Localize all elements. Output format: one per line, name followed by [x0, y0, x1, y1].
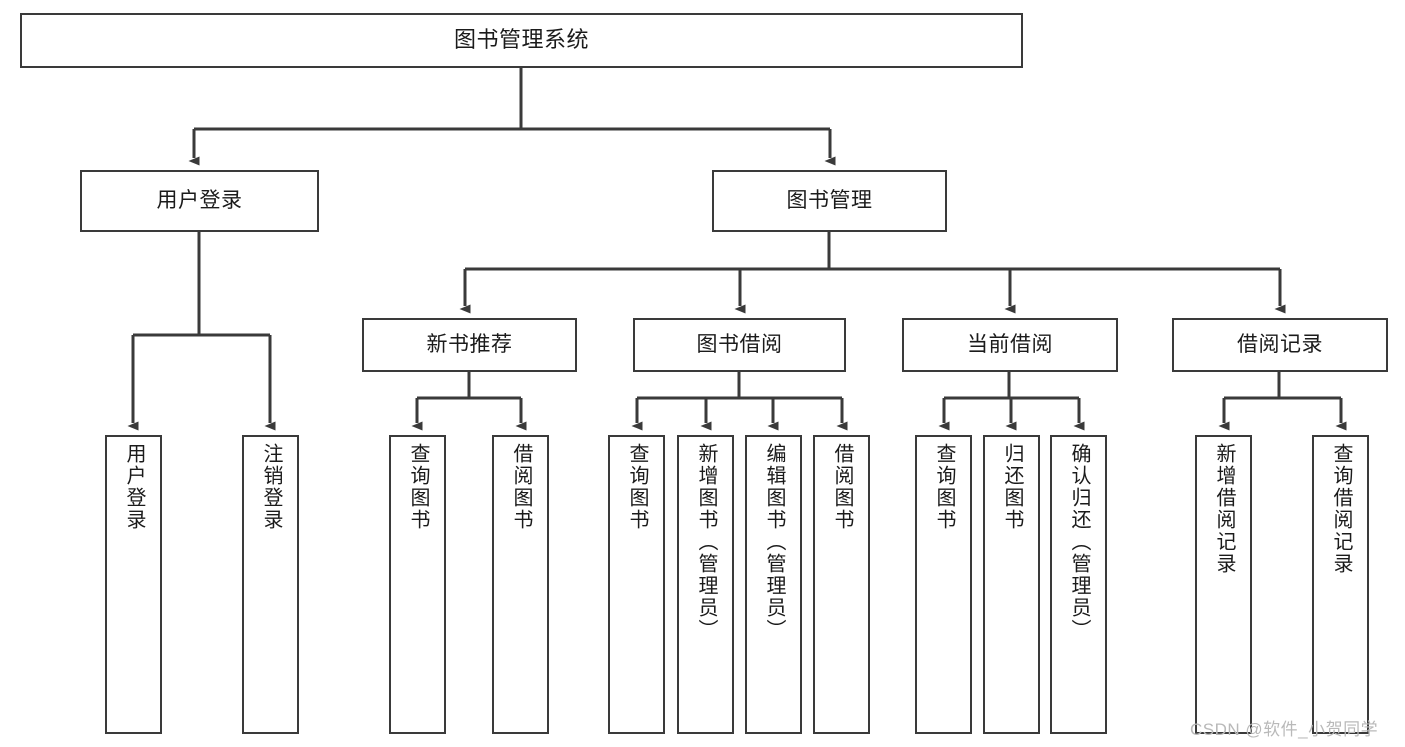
node-leaf-add-book-label: 新增图书（管理员） — [695, 443, 717, 641]
node-leaf-return-book-label: 归还图书 — [1001, 443, 1023, 531]
node-leaf-borrow-book-2[interactable]: 借阅图书 — [813, 435, 870, 734]
node-leaf-query-book-2-label: 查询图书 — [626, 443, 648, 531]
node-leaf-query-book-1-label: 查询图书 — [407, 443, 429, 531]
node-leaf-borrow-book-1-label: 借阅图书 — [510, 443, 532, 531]
node-book-manage[interactable]: 图书管理 — [712, 170, 947, 232]
node-leaf-user-login-label: 用户登录 — [123, 443, 145, 531]
node-new-book-rec[interactable]: 新书推荐 — [362, 318, 577, 372]
node-root-label: 图书管理系统 — [453, 27, 589, 53]
node-leaf-edit-book[interactable]: 编辑图书（管理员） — [745, 435, 802, 734]
node-leaf-borrow-book-1[interactable]: 借阅图书 — [492, 435, 549, 734]
node-leaf-query-book-3[interactable]: 查询图书 — [915, 435, 972, 734]
node-leaf-confirm-return[interactable]: 确认归还（管理员） — [1050, 435, 1107, 734]
node-borrow-record-label: 借阅记录 — [1237, 333, 1323, 357]
node-user-login-label: 用户登录 — [156, 189, 243, 213]
node-book-borrow[interactable]: 图书借阅 — [633, 318, 846, 372]
node-leaf-add-book[interactable]: 新增图书（管理员） — [677, 435, 734, 734]
node-user-login[interactable]: 用户登录 — [80, 170, 319, 232]
node-leaf-query-book-1[interactable]: 查询图书 — [389, 435, 446, 734]
node-current-borrow-label: 当前借阅 — [967, 333, 1053, 357]
node-leaf-logout-label: 注销登录 — [260, 443, 282, 531]
node-leaf-borrow-book-2-label: 借阅图书 — [831, 443, 853, 531]
node-leaf-add-record[interactable]: 新增借阅记录 — [1195, 435, 1252, 734]
node-leaf-add-record-label: 新增借阅记录 — [1213, 443, 1235, 575]
node-leaf-user-login[interactable]: 用户登录 — [105, 435, 162, 734]
node-leaf-logout[interactable]: 注销登录 — [242, 435, 299, 734]
node-borrow-record[interactable]: 借阅记录 — [1172, 318, 1388, 372]
watermark: CSDN @软件_小贺同学 — [1190, 720, 1379, 739]
node-leaf-query-record[interactable]: 查询借阅记录 — [1312, 435, 1369, 734]
node-book-borrow-label: 图书借阅 — [696, 333, 783, 357]
node-book-manage-label: 图书管理 — [786, 189, 873, 213]
node-leaf-confirm-return-label: 确认归还（管理员） — [1068, 443, 1090, 641]
node-root[interactable]: 图书管理系统 — [20, 13, 1023, 68]
node-leaf-query-record-label: 查询借阅记录 — [1330, 443, 1352, 575]
node-leaf-return-book[interactable]: 归还图书 — [983, 435, 1040, 734]
node-current-borrow[interactable]: 当前借阅 — [902, 318, 1118, 372]
node-leaf-edit-book-label: 编辑图书（管理员） — [763, 443, 785, 641]
node-new-book-rec-label: 新书推荐 — [426, 333, 513, 357]
node-leaf-query-book-2[interactable]: 查询图书 — [608, 435, 665, 734]
node-leaf-query-book-3-label: 查询图书 — [933, 443, 955, 531]
